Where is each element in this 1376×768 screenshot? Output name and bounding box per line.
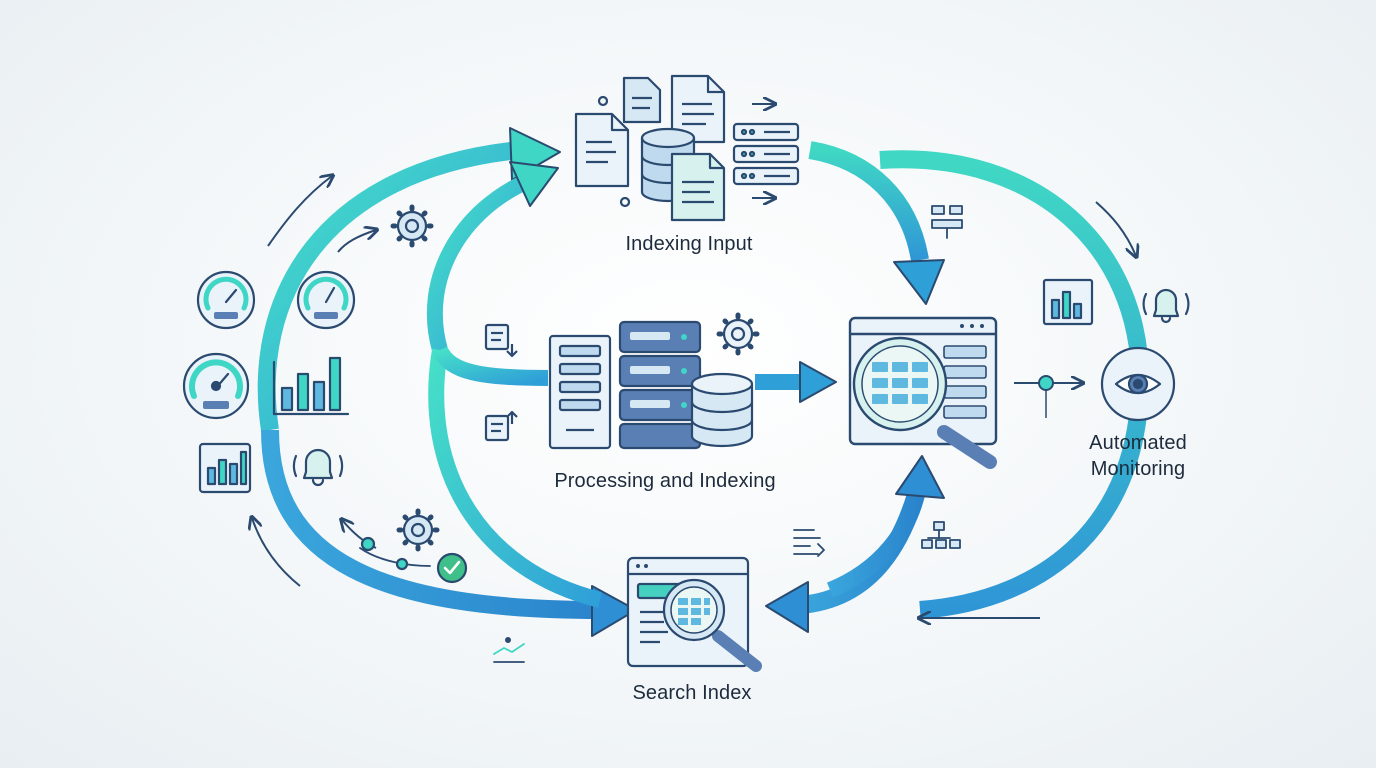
flowchart-icon	[921, 521, 961, 549]
document-icon	[622, 76, 662, 124]
bar-chart-icon	[1042, 278, 1094, 326]
bar-chart-icon	[272, 356, 350, 416]
magnifier-icon	[662, 578, 762, 672]
indexing-input-label: Indexing Input	[625, 233, 753, 255]
monitoring-label-line1: Automated	[1089, 432, 1187, 454]
list-icon	[793, 529, 825, 557]
gear-icon	[716, 312, 760, 356]
check-icon	[359, 536, 468, 584]
gauge-icon	[196, 270, 256, 330]
server-icon	[548, 334, 612, 450]
database-icon	[690, 372, 754, 448]
flowchart-icon	[931, 205, 963, 239]
magnifier-icon	[852, 336, 997, 469]
bar-chart-icon	[198, 442, 252, 494]
arrow-docs-to-window	[808, 141, 929, 262]
processing-label: Processing and Indexing	[554, 470, 776, 492]
arrow-inner-up	[426, 172, 534, 353]
bell-icon	[292, 448, 344, 487]
gauge-icon	[296, 270, 356, 330]
server-stack-icon	[618, 320, 702, 450]
trend-icon	[493, 637, 525, 663]
search-index-group	[626, 556, 762, 672]
document-in-icon	[484, 410, 518, 442]
left-metrics-group	[182, 204, 525, 663]
processing-group	[484, 312, 760, 450]
arrow-to-processing	[432, 346, 549, 386]
thin-arrows	[252, 104, 1136, 618]
arrow-left-outer-down	[261, 429, 601, 619]
search-window-group	[848, 316, 998, 469]
right-monitoring-group	[793, 205, 1190, 557]
document-out-icon	[484, 323, 518, 358]
document-icon	[574, 112, 630, 188]
monitoring-label-line2: Monitoring	[1090, 458, 1186, 480]
gear-icon	[396, 508, 440, 552]
server-rack-icon	[732, 122, 800, 186]
arrow-left-outer-up	[257, 141, 521, 432]
arrow-inner-down	[428, 348, 602, 608]
connector-node	[1038, 375, 1054, 391]
arrow-up-to-window	[826, 488, 926, 598]
gauge-icon	[182, 352, 250, 420]
document-icon	[670, 152, 726, 222]
eye-icon	[1100, 346, 1176, 422]
indexing-input-group	[574, 74, 800, 222]
gear-icon	[390, 204, 434, 248]
bell-icon	[1142, 288, 1190, 324]
search-index-label: Search Index	[632, 682, 752, 704]
monitoring-label: Automated Monitoring	[1058, 430, 1218, 482]
